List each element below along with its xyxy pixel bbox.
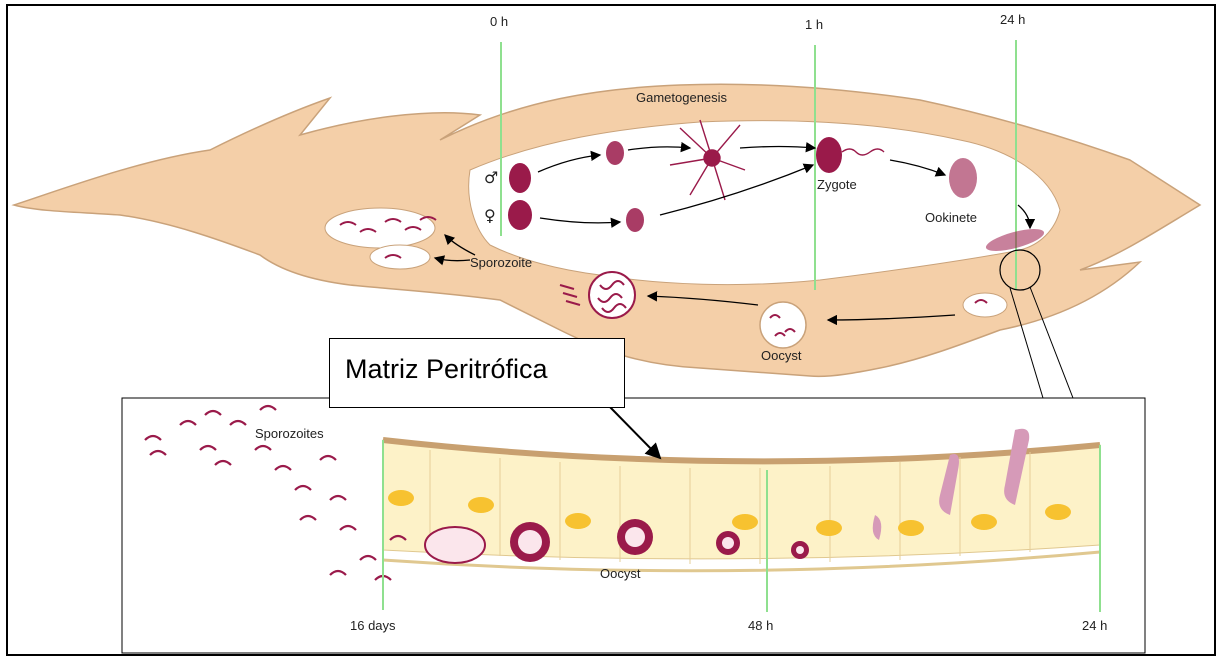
female-symbol: ♀ (484, 206, 496, 225)
label-oocyst: Oocyst (761, 348, 801, 363)
time-label-16-days: 16 days (350, 618, 396, 633)
label-sporozoites-inset: Sporozoites (255, 426, 324, 441)
oocyst-top (760, 302, 806, 348)
zygote-cell (816, 137, 842, 173)
label-gametogenesis: Gametogenesis (636, 90, 727, 105)
time-label-24h: 24 h (1000, 12, 1025, 27)
female-gametocyte (508, 200, 532, 230)
invasion-pocket (963, 293, 1007, 317)
time-label-24h-inset: 24 h (1082, 618, 1107, 633)
label-zygote: Zygote (817, 177, 857, 192)
time-label-48h: 48 h (748, 618, 773, 633)
female-gamete (626, 208, 644, 232)
time-label-0h: 0 h (490, 14, 508, 29)
peritrophic-matrix-callout: Matriz Peritrófica (329, 338, 625, 408)
label-oocyst-inset: Oocyst (600, 566, 640, 581)
time-label-1h: 1 h (805, 17, 823, 32)
male-gamete-precursor (606, 141, 624, 165)
male-gametocyte (509, 163, 531, 193)
ookinete-cell (949, 158, 977, 198)
male-symbol: ♂ (484, 168, 498, 187)
label-ookinete: Ookinete (925, 210, 977, 225)
label-sporozoite: Sporozoite (470, 255, 532, 270)
